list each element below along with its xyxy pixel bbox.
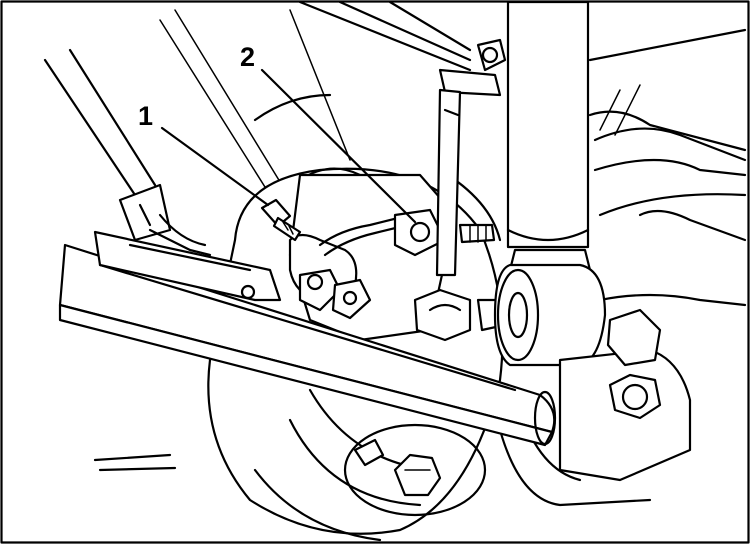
- wheel-stud: [353, 438, 385, 467]
- callout-2-leader: [260, 68, 417, 224]
- callout-2-label: 2: [240, 42, 255, 72]
- drop-link: [435, 38, 507, 277]
- callout-1-label: 1: [138, 101, 153, 131]
- axle-beam: [58, 230, 557, 447]
- brake-cable: [43, 48, 212, 257]
- wheel-nut: [393, 453, 442, 497]
- axle-bush: [493, 263, 607, 367]
- background-chassis: [93, 0, 747, 472]
- backing-plate: [288, 173, 496, 342]
- callout-1-leader: [160, 126, 270, 207]
- bleed-screw: [260, 198, 302, 242]
- shock-absorber: [506, 0, 592, 272]
